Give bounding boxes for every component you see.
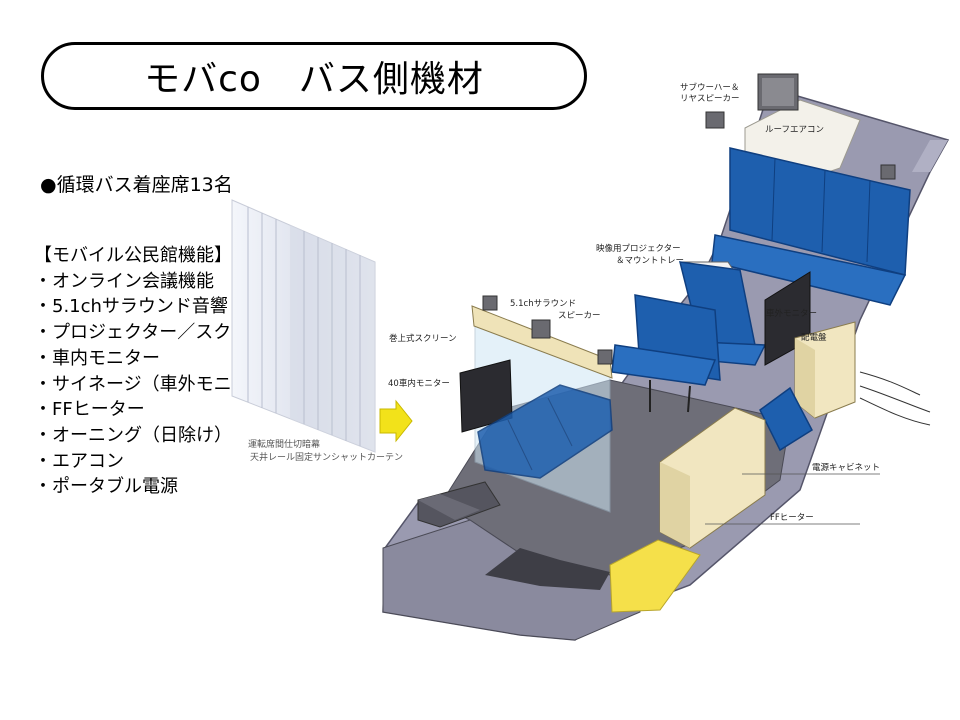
label-power-cabinet: 電源キャビネット (812, 463, 880, 473)
feature-item: ・車内モニター (34, 347, 160, 369)
switchboard-box (794, 321, 856, 419)
feature-item: ・エアコン (34, 450, 124, 472)
curtain-label-2: 天井レール固定サンシャットカーテン (250, 451, 403, 463)
rear-speaker-icon (705, 111, 725, 129)
label-outside-monitor: 車外モニター (766, 308, 817, 319)
label-ff-heater: FFヒーター (770, 513, 814, 523)
middle-seat-left (611, 294, 721, 413)
surround-speaker-icon (597, 349, 613, 365)
curtain-illustration (231, 199, 376, 453)
arrow-icon (379, 399, 413, 443)
seat-count-text: ●循環バス着座席13名 (40, 174, 233, 196)
label-switchboard: 配電盤 (801, 332, 827, 343)
label-interior-monitor: 40車内モニター (388, 378, 450, 389)
curtain-label-1: 運転席間仕切暗幕 (248, 438, 320, 450)
power-cable-icon (859, 371, 931, 426)
feature-item: ・ポータブル電源 (34, 476, 178, 498)
feature-item: ・オンライン会議機能 (34, 270, 214, 292)
label-subwoofer: サブウーハー＆ (680, 82, 739, 93)
feature-item: ・5.1chサラウンド音響 (34, 296, 228, 318)
feature-item: ・サイネージ（車外モニター） (34, 373, 286, 395)
surround-speaker-icon (482, 295, 498, 311)
feature-item: ・FFヒーター (34, 399, 145, 421)
title-box: モバco バス側機材 (41, 42, 587, 110)
rear-bench-seat (711, 147, 911, 306)
feature-item: ・プロジェクター／スクリーン (34, 322, 285, 344)
subwoofer-icon (757, 73, 799, 111)
label-projector-2: ＆マウントトレー (616, 256, 684, 266)
surround-speaker-icon (531, 319, 551, 339)
label-projector-1: 映像用プロジェクター (596, 243, 681, 254)
surround-speaker-icon (880, 164, 896, 180)
label-screen: 巻上式スクリーン (389, 333, 457, 344)
label-roof-aircon: ルーフエアコン (765, 125, 824, 135)
side-seat (759, 386, 813, 452)
label-surround-1: 5.1chサラウンド (510, 299, 576, 309)
feature-item: ・オーニング（日除け） (34, 424, 232, 446)
label-rear-speaker: リヤスピーカー (680, 94, 740, 104)
feature-heading: 【モバイル公民館機能】 (34, 245, 232, 266)
front-bench-seat (477, 384, 613, 479)
page-title: モバco バス側機材 (144, 59, 484, 100)
power-cabinet-box (659, 407, 766, 549)
feature-list: 【モバイル公民館機能】 ・オンライン会議機能 ・5.1chサラウンド音響 ・プロ… (34, 243, 286, 500)
label-surround-2: スピーカー (558, 311, 601, 321)
